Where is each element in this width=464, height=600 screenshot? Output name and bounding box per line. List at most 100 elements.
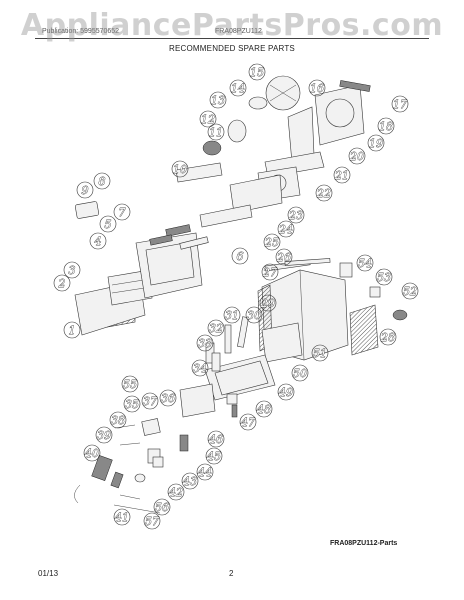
- top-bracket: [339, 80, 371, 92]
- callout-number: 5: [105, 218, 112, 231]
- compressor: [392, 309, 408, 321]
- callout-number: 28: [380, 331, 395, 344]
- callout-28: 28: [380, 328, 397, 346]
- callout-53: 53: [375, 268, 393, 286]
- callout-30: 30: [245, 306, 263, 324]
- callout-number: 42: [168, 486, 183, 499]
- callout-number: 19: [369, 137, 383, 150]
- callout-number: 24: [278, 223, 293, 236]
- callout-number: 14: [231, 82, 245, 95]
- control-box: [141, 418, 161, 436]
- callout-18: 18: [377, 117, 395, 135]
- callout-34: 34: [191, 359, 209, 377]
- callout-19: 19: [367, 134, 385, 152]
- callout-number: 38: [111, 414, 125, 427]
- overload-protector: [339, 262, 353, 278]
- callout-number: 36: [161, 392, 175, 405]
- callout-number: 23: [288, 209, 303, 222]
- sensor-wire-2: [119, 442, 141, 446]
- callout-number: 27: [262, 266, 277, 279]
- callout-number: 39: [97, 429, 111, 442]
- support-bracket-5: [231, 404, 238, 418]
- callout-37: 37: [141, 392, 159, 410]
- support-bracket-4: [211, 352, 221, 372]
- channel-bracket: [175, 162, 223, 183]
- callout-6: 6: [231, 247, 249, 265]
- callout-number: 31: [225, 309, 239, 322]
- callout-number: 57: [145, 515, 159, 528]
- callout-number: 30: [247, 309, 261, 322]
- callout-number: 17: [393, 98, 407, 111]
- callout-number: 12: [201, 113, 215, 126]
- callout-number: 20: [349, 150, 364, 163]
- footer-page-number: 2: [229, 569, 234, 578]
- callout-5: 5: [99, 215, 117, 233]
- callout-43: 43: [182, 472, 199, 490]
- callout-38: 38: [109, 411, 127, 429]
- callout-45: 45: [206, 447, 223, 465]
- callout-46: 46: [208, 430, 225, 448]
- callout-number: 51: [313, 347, 327, 360]
- footer-date: 01/13: [38, 569, 59, 578]
- callout-number: 43: [182, 475, 197, 488]
- callout-number: 48: [256, 403, 271, 416]
- callout-2: 2: [53, 274, 71, 292]
- callout-number: 6: [237, 250, 244, 263]
- callout-number: 37: [143, 395, 157, 408]
- capacitor: [369, 286, 381, 298]
- exploded-parts-diagram: 1234567891011121314151617181920212223242…: [53, 63, 419, 530]
- cord-clamp: [110, 471, 124, 489]
- callout-number: 29: [260, 297, 275, 310]
- callout-number: 21: [334, 169, 349, 182]
- callout-number: 32: [209, 322, 223, 335]
- callout-12: 12: [199, 110, 217, 128]
- switch-knob: [134, 473, 146, 483]
- publication-number: Publication: 5995570652: [42, 28, 120, 35]
- callout-35: 35: [123, 395, 141, 413]
- callout-11: 11: [207, 123, 225, 141]
- callout-24: 24: [278, 220, 295, 238]
- callout-29: 29: [260, 294, 277, 312]
- callout-7: 7: [113, 203, 131, 221]
- callout-3: 3: [63, 261, 81, 279]
- callout-23: 23: [288, 206, 305, 224]
- control-knob-strip: [179, 236, 209, 250]
- callout-4: 4: [89, 232, 107, 250]
- callout-27: 27: [262, 263, 279, 281]
- callout-number: 16: [310, 82, 324, 95]
- callout-54: 54: [356, 254, 374, 272]
- callout-number: 10: [173, 163, 187, 176]
- callout-48: 48: [256, 400, 273, 418]
- callout-number: 41: [114, 511, 129, 524]
- callout-47: 47: [240, 413, 257, 431]
- callout-number: 15: [250, 66, 264, 79]
- callout-21: 21: [334, 166, 351, 184]
- callout-39: 39: [95, 426, 113, 444]
- callout-number: 45: [206, 450, 221, 463]
- callout-22: 22: [316, 184, 333, 202]
- terminal-block: [152, 456, 164, 468]
- callout-number: 53: [377, 271, 391, 284]
- callout-8: 8: [93, 172, 111, 190]
- callout-15: 15: [248, 63, 266, 81]
- model-number: FRA08PZU112: [215, 28, 262, 35]
- support-bracket-1: [237, 316, 249, 348]
- remote-control: [74, 201, 100, 219]
- reference-code: FRA08PZU112-Parts: [330, 540, 398, 547]
- base-bracket: [229, 174, 283, 214]
- drain-tube: [113, 504, 161, 514]
- callout-number: 9: [82, 184, 89, 197]
- callout-14: 14: [229, 79, 247, 97]
- callout-number: 34: [193, 362, 207, 375]
- callout-number: 11: [209, 126, 223, 139]
- callout-26: 26: [276, 248, 293, 266]
- callout-number: 44: [197, 466, 212, 479]
- callout-number: 3: [69, 264, 76, 277]
- callout-10: 10: [171, 160, 189, 178]
- blower-wheel: [202, 140, 222, 156]
- callout-number: 46: [208, 433, 223, 446]
- callout-number: 26: [276, 251, 291, 264]
- control-board: [165, 224, 191, 237]
- heater-wire: [119, 494, 141, 500]
- callout-number: 8: [99, 175, 106, 188]
